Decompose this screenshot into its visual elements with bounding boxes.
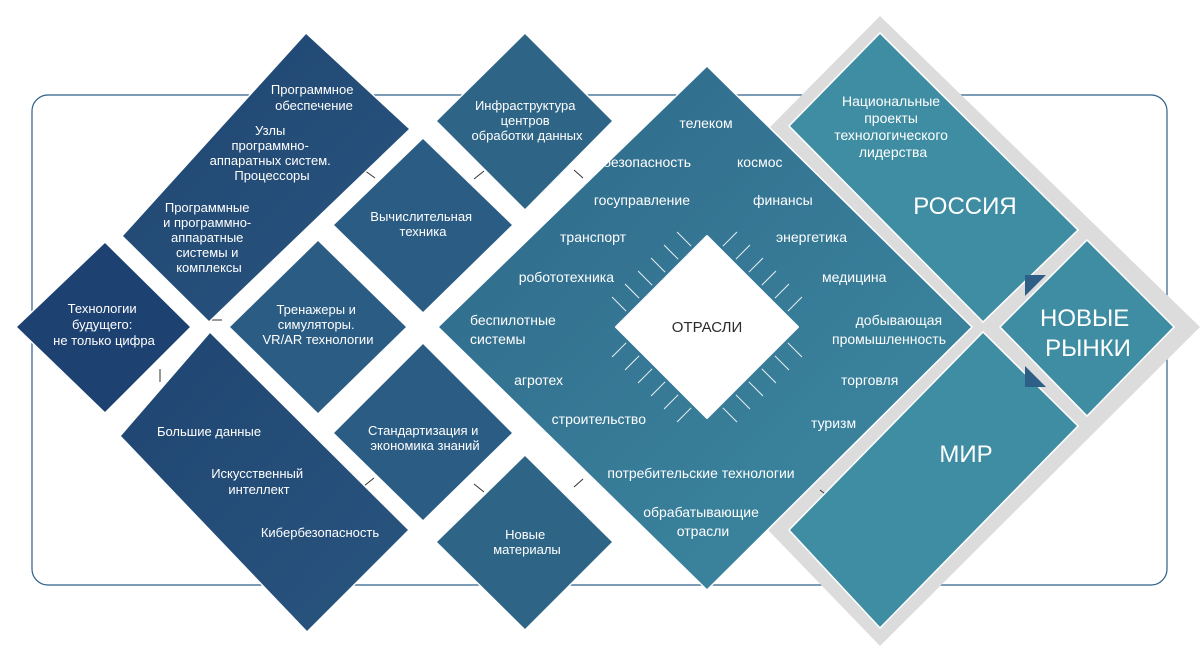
future-tech-diamond xyxy=(14,240,193,415)
industry-mining: добывающая промышленность xyxy=(832,312,946,347)
center-ray xyxy=(624,283,640,299)
center-ray xyxy=(663,244,679,260)
data-group-diamond xyxy=(118,330,411,634)
world-label: МИР xyxy=(939,441,992,468)
center-ray xyxy=(761,368,777,384)
industry-manufacturing: обрабатывающие отрасли xyxy=(643,504,763,539)
center-ray xyxy=(787,342,803,358)
industry-tourism: туризм xyxy=(811,415,856,431)
software-label: Программное обеспечение xyxy=(271,82,357,113)
center-ray xyxy=(676,231,692,247)
center-ray xyxy=(637,368,653,384)
industry-government: госуправление xyxy=(594,192,690,208)
industry-energy: энергетика xyxy=(776,229,847,245)
industries-list: телеком безопасность космос госуправлени… xyxy=(470,115,946,539)
center-ray xyxy=(624,355,640,371)
industry-security: безопасность xyxy=(603,154,691,170)
center-ray xyxy=(611,296,627,312)
center-ray xyxy=(748,257,764,273)
industry-drones: беспилотные системы xyxy=(470,312,560,347)
center-ray xyxy=(722,231,738,247)
complexes-label: Программные и программно- аппаратные сис… xyxy=(163,200,255,275)
center-ray xyxy=(611,342,627,358)
trainers-diamond xyxy=(227,238,409,416)
center-ray xyxy=(735,394,751,410)
world-diamond xyxy=(787,330,1080,630)
industry-telecom: телеком xyxy=(679,115,732,131)
software-diamond xyxy=(120,31,412,324)
new-markets-label: НОВЫЕ РЫНКИ xyxy=(1040,305,1136,362)
industry-space: космос xyxy=(737,154,782,170)
new-materials-diamond xyxy=(434,453,615,632)
center-ray xyxy=(787,296,803,312)
computing-diamond xyxy=(331,136,515,315)
hardware-nodes-label: Узлы программно- аппаратных систем. Проц… xyxy=(210,123,335,183)
connector-triangle-bottom xyxy=(1025,366,1046,387)
big-data-label: Большие данные xyxy=(157,424,261,439)
center-ray xyxy=(722,407,738,423)
center-ray xyxy=(663,394,679,410)
center-rays xyxy=(611,231,803,423)
center-ray xyxy=(774,283,790,299)
industry-robotics: робототехника xyxy=(519,269,615,285)
new-markets-diamond xyxy=(998,238,1176,418)
industry-consumer-tech: потребительские технологии xyxy=(607,465,794,481)
industries-center-diamond xyxy=(615,235,799,419)
trainers-label: Тренажеры и симуляторы. VR/AR технологии xyxy=(263,302,374,347)
russia-diamond xyxy=(787,31,1080,324)
industry-agrotech: агротех xyxy=(514,372,563,388)
future-tech-label: Технологии будущего: не только цифра xyxy=(53,301,155,348)
industry-finance: финансы xyxy=(753,192,813,208)
center-ray xyxy=(761,270,777,286)
center-ray xyxy=(735,244,751,260)
datacenters-label: Инфраструктура центров обработки данных xyxy=(471,98,583,143)
industry-medicine: медицина xyxy=(822,269,887,285)
center-ray xyxy=(650,257,666,273)
industry-transport: транспорт xyxy=(560,229,627,245)
center-ray xyxy=(650,381,666,397)
connector-triangle-top xyxy=(1025,275,1046,296)
computing-label: Вычислительная техника xyxy=(370,209,475,239)
center-ray xyxy=(676,407,692,423)
cybersecurity-label: Кибербезопасность xyxy=(261,525,380,540)
national-projects-label: Национальные проекты технологического ли… xyxy=(834,93,952,160)
new-materials-label: Новые материалы xyxy=(493,527,561,557)
industry-construction: строительство xyxy=(552,411,647,427)
industries-center-label: ОТРАСЛИ xyxy=(672,319,742,336)
datacenters-diamond xyxy=(434,31,615,212)
standardization-diamond xyxy=(331,341,515,523)
ai-label: Искусственный интеллект xyxy=(211,466,307,497)
center-ray xyxy=(774,355,790,371)
russia-label: РОССИЯ xyxy=(913,193,1016,220)
industry-retail: торговля xyxy=(841,372,898,388)
center-ray xyxy=(637,270,653,286)
center-ray xyxy=(748,381,764,397)
standardization-label: Стандартизация и экономика знаний xyxy=(368,423,482,453)
